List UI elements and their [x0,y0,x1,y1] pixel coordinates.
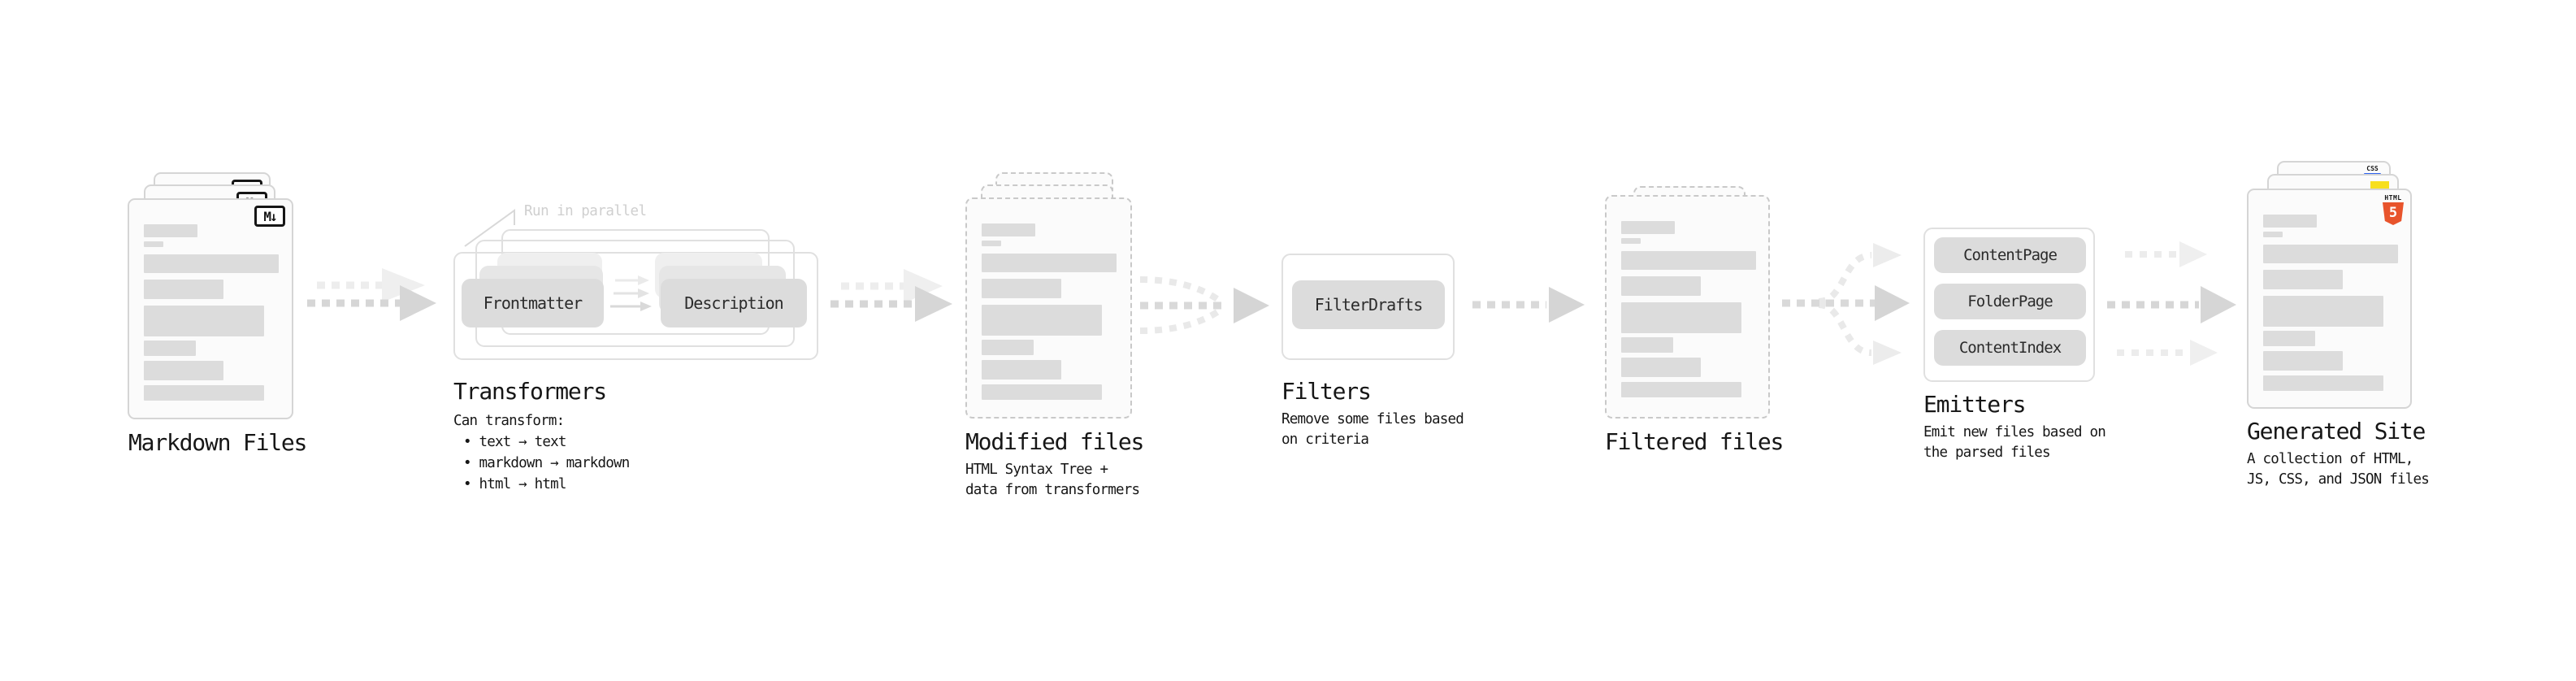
skeleton-bar [982,340,1034,355]
desc-line: Remove some files based [1281,411,1464,427]
css-icon-text: CSS [2366,165,2379,172]
filters-label: Filters [1281,378,1372,405]
skeleton-bar [982,254,1117,272]
markdown-file-card-front: M↓ [128,198,293,419]
desc-line: on criteria [1281,432,1369,448]
skeleton-bar [2263,245,2398,263]
emitters-label: Emitters [1923,391,2026,418]
skeleton-bar [144,306,264,336]
skeleton-bar [2263,331,2315,346]
skeleton-bar [1621,221,1675,234]
skeleton-bar [1621,276,1701,296]
html5-icon: HTML 5 [2383,194,2404,225]
skeleton-bar [982,223,1035,236]
modified-file-card-front [965,197,1132,419]
arrow-filters-to-filtered [1472,287,1585,323]
generated-file-card-front: HTML 5 [2247,189,2412,409]
generated-site-description: A collection of HTML, JS, CSS, and JSON … [2247,449,2430,490]
skeleton-bar [1621,337,1673,353]
skeleton-bar [2263,351,2343,371]
contentpage-node: ContentPage [1934,237,2086,273]
filters-description: Remove some files based on criteria [1281,410,1464,450]
markdown-files-label: Markdown Files [128,429,307,456]
filters-group-box [1281,254,1455,360]
emitters-description: Emit new files based on the parsed files [1923,423,2106,463]
transformer-group-front [453,252,818,360]
html5-icon-shield: 5 [2383,202,2404,225]
skeleton-bar [144,241,163,247]
folderpage-node: FolderPage [1934,284,2086,319]
skeleton-bar [144,280,223,299]
transformers-bullet: • html → html [463,476,566,492]
skeleton-bar [982,279,1061,298]
transformers-desc-intro: Can transform: [453,413,565,429]
skeleton-bar [144,224,197,237]
desc-line: A collection of HTML, [2247,451,2413,467]
skeleton-bar [1621,382,1741,397]
skeleton-bar [982,384,1102,400]
filtered-file-card-front [1605,195,1770,419]
js-file-icon [2370,181,2389,190]
skeleton-bar [144,254,279,273]
run-in-parallel-note: Run in parallel [524,203,647,219]
transformers-description: Can transform: • text → text • markdown … [453,410,630,495]
frontmatter-node: Frontmatter [462,279,604,327]
contentindex-node: ContentIndex [1934,330,2086,366]
desc-line: Emit new files based on [1923,424,2106,440]
skeleton-bar [1621,251,1756,270]
skeleton-bar [1621,302,1741,333]
skeleton-bar [2263,296,2383,327]
skeleton-bar [1621,238,1641,244]
modified-files-label: Modified files [965,428,1144,455]
arrow-markdown-to-transformers [307,268,436,321]
skeleton-bar [982,305,1102,336]
filterdrafts-node: FilterDrafts [1292,280,1445,329]
transformers-label: Transformers [453,378,607,405]
skeleton-bar [144,340,196,356]
skeleton-bar [2263,215,2317,228]
skeleton-bar [2263,375,2383,391]
html5-icon-word: HTML [2384,194,2402,202]
emitters-group-box [1923,228,2095,382]
modified-files-description: HTML Syntax Tree + data from transformer… [965,460,1140,501]
desc-line: the parsed files [1923,445,2051,461]
skeleton-bar [982,241,1001,246]
desc-line: data from transformers [965,482,1140,498]
arrow-transformers-to-modified [830,269,952,322]
transformers-bullet: • markdown → markdown [463,455,630,471]
filtered-files-label: Filtered files [1605,428,1784,455]
desc-line: JS, CSS, and JSON files [2247,471,2430,488]
markdown-icon: M↓ [254,206,285,227]
skeleton-bar [144,385,264,401]
skeleton-bar [144,361,223,380]
skeleton-bar [1621,358,1701,377]
arrow-modified-to-filters [1139,276,1269,334]
arrow-emitters-to-generated [2107,241,2236,366]
transformers-bullet: • text → text [463,434,566,450]
generated-site-label: Generated Site [2247,418,2426,445]
skeleton-bar [2263,232,2283,237]
arrow-filtered-to-emitters [1782,243,1910,365]
desc-line: HTML Syntax Tree + [965,462,1108,478]
description-node: Description [661,279,807,327]
skeleton-bar [982,360,1061,380]
skeleton-bar [2263,270,2343,289]
